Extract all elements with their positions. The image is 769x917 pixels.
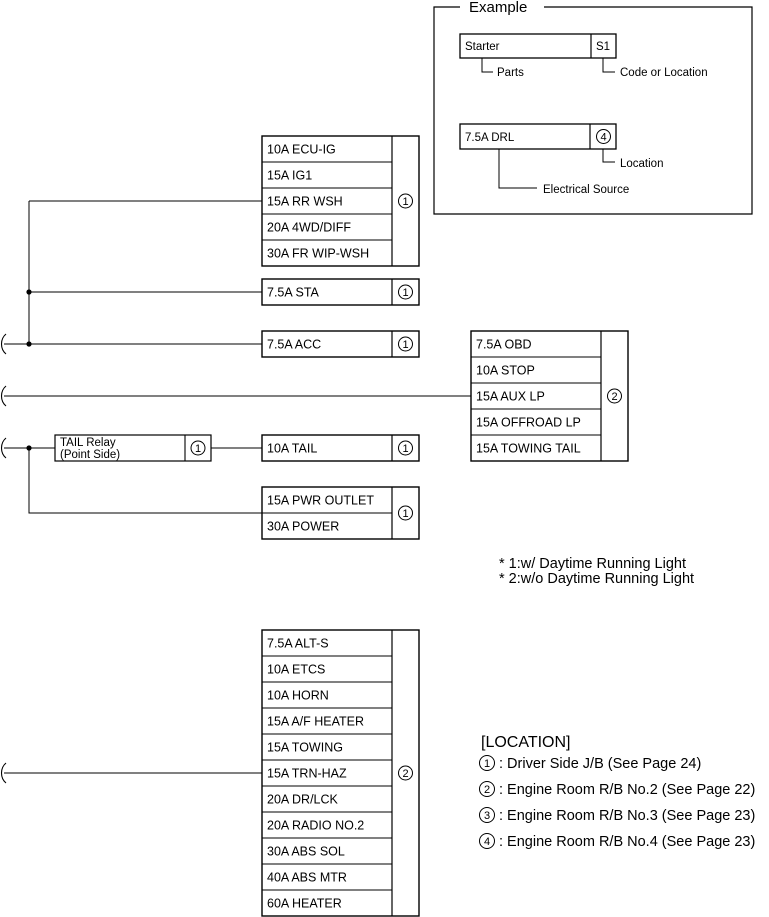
tail-relay: TAIL Relay (Point Side) 1 bbox=[54, 434, 212, 462]
fuse-label: 20A DR/LCK bbox=[267, 793, 339, 807]
location-circle bbox=[398, 193, 413, 209]
fuse-label: 15A TOWING TAIL bbox=[476, 442, 581, 456]
location-number: 2 bbox=[402, 768, 408, 780]
note-1: * 1:w/ Daytime Running Light bbox=[499, 556, 686, 572]
legend-item-3-text: : Engine Room R/B No.3 (See Page 23) bbox=[499, 808, 755, 824]
location-circle bbox=[398, 440, 413, 456]
fuse-group-g4: 7.5A OBD 10A STOP 15A AUX LP 15A OFFROAD LP… bbox=[470, 330, 629, 462]
fuse-label: 15A OFFROAD LP bbox=[476, 416, 581, 430]
legend-item-3-number: 3 bbox=[484, 810, 490, 822]
fuse-group-frame bbox=[261, 278, 420, 306]
legend-item-1-text: : Driver Side J/B (See Page 24) bbox=[499, 756, 701, 772]
tail-relay-label: TAIL Relay bbox=[60, 437, 116, 449]
location-number: 1 bbox=[402, 287, 408, 299]
example-part-label: Starter bbox=[465, 41, 500, 53]
fuse-label: 20A 4WD/DIFF bbox=[267, 221, 351, 235]
fuse-label: 10A HORN bbox=[267, 689, 329, 703]
fuse-group-g2: 7.5A STA 1 bbox=[261, 278, 420, 306]
fuse-label: 30A FR WIP-WSH bbox=[267, 247, 369, 261]
notes: * 1:w/ Daytime Running Light * 2:w/o Day… bbox=[499, 556, 694, 587]
fuse-group-frame bbox=[261, 330, 420, 358]
fuse-label: 15A RR WSH bbox=[267, 195, 343, 209]
location-circle bbox=[398, 284, 413, 300]
location-number: 1 bbox=[402, 196, 408, 208]
fuse-label: 20A RADIO NO.2 bbox=[267, 819, 364, 833]
example-code-caption: Code or Location bbox=[620, 67, 708, 79]
fuse-label: 10A ETCS bbox=[267, 663, 325, 677]
fuse-label: 15A TOWING bbox=[267, 741, 343, 755]
example-part-code: S1 bbox=[596, 41, 610, 53]
note-2: * 2:w/o Daytime Running Light bbox=[499, 571, 694, 587]
location-number: 1 bbox=[402, 443, 408, 455]
fuse-label: 15A PWR OUTLET bbox=[267, 494, 374, 508]
fuse-label: 60A HEATER bbox=[267, 897, 342, 911]
legend-item-1-number: 1 bbox=[484, 758, 490, 770]
fuse-group-frame bbox=[261, 434, 420, 462]
example-location-number: 4 bbox=[600, 132, 606, 144]
fuse-label: 7.5A ACC bbox=[267, 338, 321, 352]
location-legend: [LOCATION] 1 : Driver Side J/B (See Page… bbox=[479, 734, 755, 850]
legend-item-2: 2 : Engine Room R/B No.2 (See Page 22) bbox=[479, 781, 755, 798]
legend-item-4: 4 : Engine Room R/B No.4 (See Page 23) bbox=[479, 833, 755, 850]
fuse-label: 15A TRN-HAZ bbox=[267, 767, 347, 781]
fuse-label: 7.5A ALT-S bbox=[267, 637, 329, 651]
fuse-group-g7: 7.5A ALT-S 10A ETCS 10A HORN 15A A/F HEATER… bbox=[261, 629, 420, 917]
fuse-groups: 10A ECU-IG 15A IG1 15A RR WSH 20A 4WD/DIFF 3… bbox=[261, 135, 629, 917]
example-fuse-label: 7.5A DRL bbox=[465, 132, 515, 144]
legend-item-1: 1 : Driver Side J/B (See Page 24) bbox=[479, 755, 701, 772]
fuse-group-g3: 7.5A ACC 1 bbox=[261, 330, 420, 358]
location-circle bbox=[398, 336, 413, 352]
location-circle bbox=[398, 505, 413, 521]
fuse-label: 15A AUX LP bbox=[476, 390, 545, 404]
fuse-label: 10A STOP bbox=[476, 364, 535, 378]
legend-item-2-text: : Engine Room R/B No.2 (See Page 22) bbox=[499, 782, 755, 798]
fuse-group-g6: 15A PWR OUTLET 30A POWER 1 bbox=[261, 486, 420, 540]
example-panel: Example Starter S1 Parts Code or Locatio… bbox=[433, 0, 753, 215]
fuse-label: 40A ABS MTR bbox=[267, 871, 347, 885]
wire-junctions bbox=[26, 289, 32, 451]
location-number: 2 bbox=[611, 391, 617, 403]
location-circle bbox=[607, 388, 622, 404]
example-source-caption: Electrical Source bbox=[543, 184, 629, 196]
example-title: Example bbox=[469, 0, 527, 16]
fuse-group-g5: 10A TAIL 1 bbox=[261, 434, 420, 462]
fuse-label: 15A A/F HEATER bbox=[267, 715, 364, 729]
fuse-label: 15A IG1 bbox=[267, 169, 312, 183]
legend-item-2-number: 2 bbox=[484, 784, 490, 796]
tail-relay-location: 1 bbox=[195, 443, 201, 455]
fuse-label: 10A ECU-IG bbox=[267, 143, 336, 157]
fuse-group-frame bbox=[261, 135, 420, 267]
example-parts-caption: Parts bbox=[497, 67, 524, 79]
legend-title: [LOCATION] bbox=[481, 734, 571, 751]
location-number: 1 bbox=[402, 339, 408, 351]
fuse-label: 10A TAIL bbox=[267, 442, 317, 456]
example-location-caption: Location bbox=[620, 158, 663, 170]
fuse-label: 7.5A STA bbox=[267, 286, 320, 300]
fuse-group-frame bbox=[470, 330, 629, 462]
wire-pwr-outlet bbox=[28, 448, 262, 514]
tail-relay-sublabel: (Point Side) bbox=[60, 449, 120, 461]
fuse-label: 30A POWER bbox=[267, 520, 339, 534]
fuse-label: 30A ABS SOL bbox=[267, 845, 345, 859]
legend-item-4-number: 4 bbox=[484, 836, 490, 848]
legend-item-4-text: : Engine Room R/B No.4 (See Page 23) bbox=[499, 834, 755, 850]
legend-item-3: 3 : Engine Room R/B No.3 (See Page 23) bbox=[479, 807, 755, 824]
fuse-label: 7.5A OBD bbox=[476, 338, 532, 352]
location-number: 1 bbox=[402, 508, 408, 520]
location-circle bbox=[398, 765, 413, 781]
fuse-group-g1: 10A ECU-IG 15A IG1 15A RR WSH 20A 4WD/DIFF 3… bbox=[261, 135, 420, 267]
fuse-group-frame bbox=[261, 629, 420, 917]
